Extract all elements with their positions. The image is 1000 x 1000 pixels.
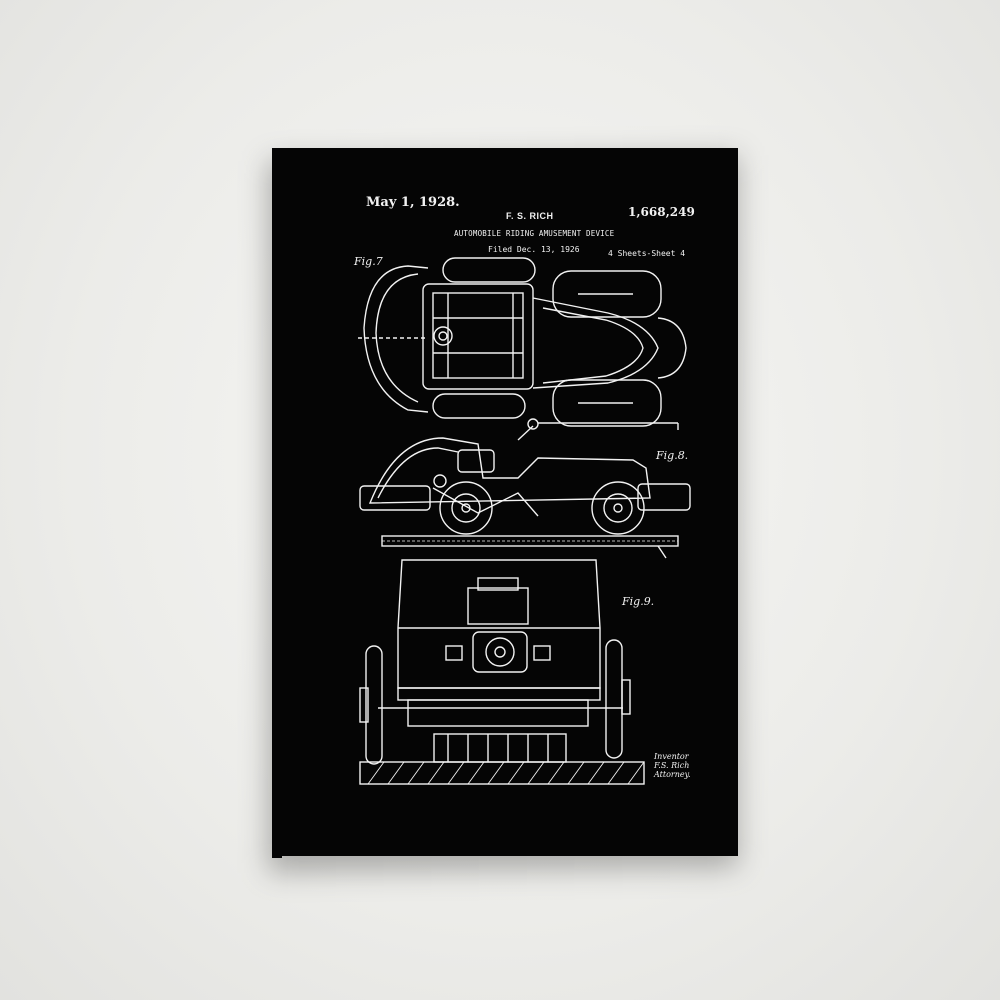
filed-date: Filed Dec. 13, 1926 [488,245,580,254]
fig8-side-view-drawing [359,418,691,559]
fig9-front-view-drawing [359,559,645,785]
signature-attorney-label: Attorney. [654,770,691,780]
patent-drawing [358,257,691,785]
fig9-label: Fig.9. [622,595,655,608]
fig7-top-view-drawing [358,257,687,430]
signature-name: F.S. Rich [654,761,690,771]
inventor-name: F. S. RICH [506,211,554,221]
fig8-label: Fig.8. [656,449,689,462]
patent-title: AUTOMOBILE RIDING AMUSEMENT DEVICE [454,229,615,238]
signature-inventor-label: Inventor [654,752,689,761]
signature-block: Inventor F.S. Rich Attorney. [654,752,691,780]
sheet-count: 4 Sheets-Sheet 4 [608,249,686,258]
patent-date: May 1, 1928. [366,195,460,210]
fig7-label: Fig.7 [354,255,383,268]
patent-number: 1,668,249 [628,205,695,219]
patent-canvas-print: May 1, 1928. F. S. RICH 1,668,249 AUTOMO… [278,148,738,856]
